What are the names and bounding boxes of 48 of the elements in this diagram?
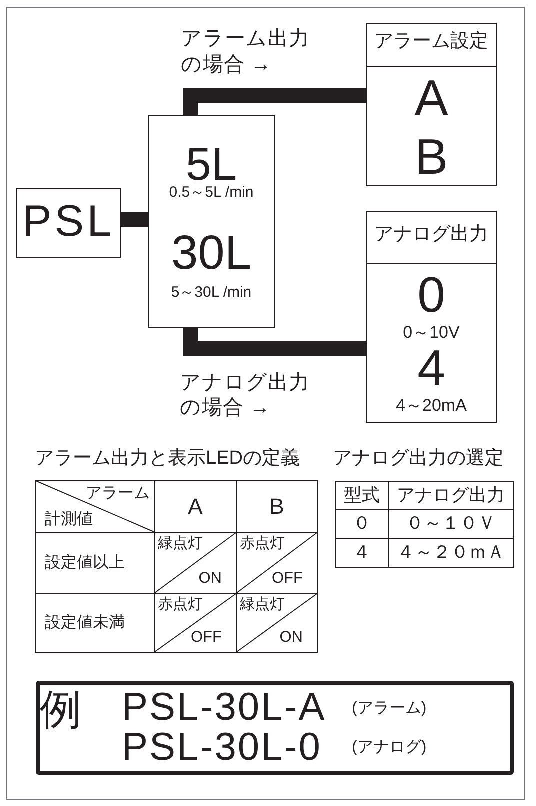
- table-title: アラーム出力と表示LEDの定義: [35, 448, 300, 470]
- model-code: PSL: [22, 200, 115, 244]
- table-title: アナログ出力の選定: [333, 448, 504, 470]
- option-code: A: [414, 72, 448, 122]
- column-heading: アナログ出力: [397, 484, 505, 506]
- lamp-state-text: 赤点灯: [158, 596, 203, 614]
- output-state-text: OFF: [191, 628, 222, 648]
- output-state-text: OFF: [272, 570, 303, 588]
- output-state-text: ON: [198, 570, 222, 588]
- lamp-state-text: 赤点灯: [240, 534, 285, 552]
- option-code: 4: [418, 342, 446, 392]
- flow-size-text: 5L: [186, 140, 238, 186]
- example-box: [36, 681, 514, 775]
- box-heading: アラーム設定: [374, 31, 488, 54]
- connector-bar: [121, 212, 148, 227]
- alarm-setting-box: [366, 23, 497, 186]
- option-code: 0: [418, 270, 446, 320]
- column-heading: B: [270, 493, 284, 520]
- lamp-state-text: 緑点灯: [158, 534, 203, 552]
- column-heading: アラーム: [86, 484, 150, 504]
- output-range-text: 0～10V: [403, 322, 460, 344]
- model-note: (アラーム): [352, 698, 427, 718]
- table-value: ０: [353, 513, 371, 535]
- table-value: ０～１０Ｖ: [406, 513, 496, 535]
- output-state-text: ON: [280, 628, 303, 648]
- option-code: B: [414, 132, 448, 182]
- model-note: (アナログ): [352, 738, 427, 758]
- row-heading: 設定値未満: [45, 613, 125, 633]
- connector-bar: [183, 88, 366, 115]
- model-number: PSL-30L-A: [122, 688, 326, 727]
- row-heading: 設定値以上: [45, 553, 125, 573]
- example-mark: 例: [40, 685, 82, 736]
- column-heading: A: [188, 493, 203, 520]
- lamp-state-text: 緑点灯: [240, 596, 285, 614]
- model-box: [16, 188, 121, 258]
- flow-range-box: [148, 115, 275, 328]
- analog-output-box: [366, 211, 497, 423]
- output-range-text: 4～20mA: [396, 396, 467, 416]
- table-value: ４: [353, 542, 371, 564]
- row-heading: 計測値: [45, 510, 93, 529]
- flow-range-text: 0.5～5L /min: [169, 184, 254, 202]
- box-heading: アナログ出力: [374, 224, 488, 246]
- table-value: ４～２０ｍＡ: [397, 542, 505, 564]
- model-number: PSL-30L-0: [122, 728, 322, 767]
- column-heading: 型式: [344, 484, 380, 506]
- flow-size-text: 30L: [171, 230, 252, 278]
- connector-bar: [183, 328, 366, 356]
- flow-range-text: 5～30L /min: [171, 284, 252, 302]
